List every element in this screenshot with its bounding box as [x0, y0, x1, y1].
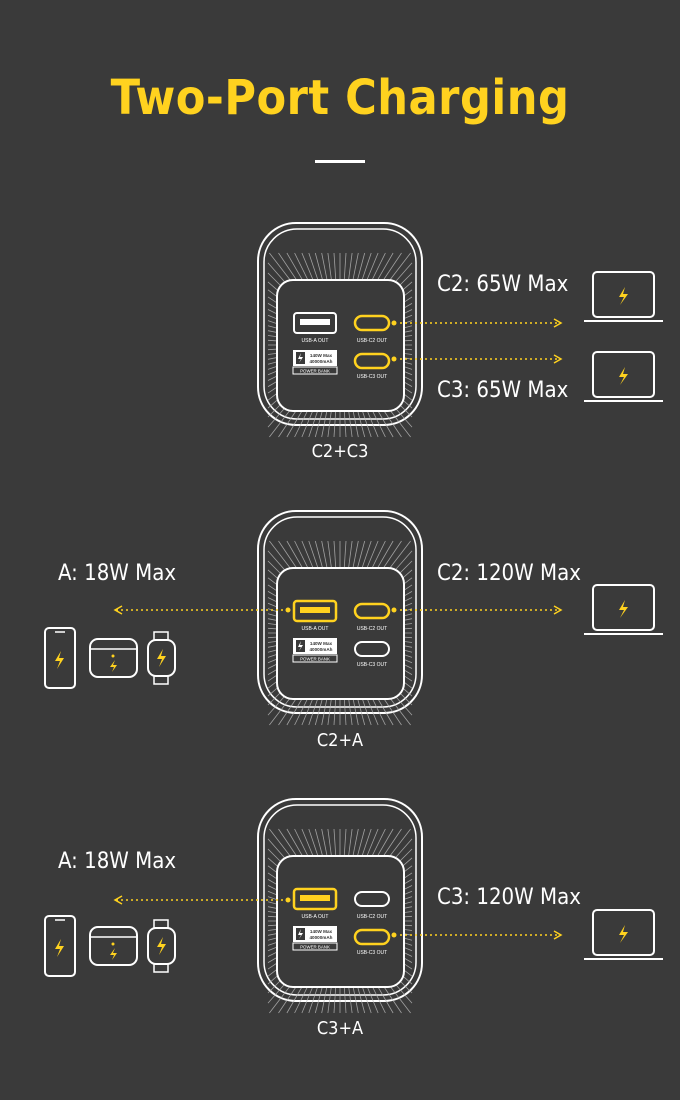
usb-c2-port: [354, 891, 390, 907]
laptop-icon: [584, 909, 663, 960]
earbuds-case-icon: [89, 638, 138, 678]
svg-text:POWER BANK: POWER BANK: [300, 945, 330, 950]
laptop-icon: [584, 584, 663, 635]
power-bank-diagram: USB-A OUT USB-C2 OUT USB-C3 OUT 140W Max…: [44, 510, 663, 726]
usb-a-output-label: A: 18W Max: [58, 849, 177, 874]
usb-a-output-label: A: 18W Max: [58, 561, 177, 586]
c3-output-label: C3: 120W Max: [437, 885, 581, 910]
phone-icon: [44, 627, 76, 689]
power-bank-diagram: USB-A OUT USB-C2 OUT USB-C3 OUT 140W Max…: [44, 798, 663, 1014]
svg-text:POWER BANK: POWER BANK: [300, 657, 330, 662]
title-divider: [315, 160, 365, 163]
svg-text:140W Max: 140W Max: [310, 353, 333, 358]
svg-text:140W Max: 140W Max: [310, 929, 333, 934]
usb-a-port: [292, 887, 338, 911]
c3-output-label: C3: 65W Max: [437, 378, 569, 403]
svg-text:USB-A OUT: USB-A OUT: [302, 914, 329, 920]
page-title: Two-Port Charging: [110, 70, 570, 126]
svg-text:USB-A OUT: USB-A OUT: [302, 626, 329, 632]
watch-icon: [147, 919, 176, 973]
combo-caption: C2+A: [316, 730, 364, 751]
usb-a-port: [292, 599, 338, 623]
svg-text:USB-C3 OUT: USB-C3 OUT: [357, 662, 387, 668]
laptop-icon: [584, 351, 663, 402]
usb-c3-port: [353, 352, 391, 370]
usb-a-port: [293, 312, 337, 334]
laptop-icon: [584, 271, 663, 322]
watch-icon: [147, 631, 176, 685]
svg-text:USB-C2 OUT: USB-C2 OUT: [357, 338, 387, 344]
svg-text:40000mAh: 40000mAh: [310, 647, 333, 652]
usb-c3-port: [353, 928, 391, 946]
c2-output-label: C2: 120W Max: [437, 561, 581, 586]
power-bank-diagram: USB-A OUT USB-C2 OUT USB-C3 OUT 140W Max…: [257, 222, 663, 438]
earbuds-case-icon: [89, 926, 138, 966]
svg-text:USB-C2 OUT: USB-C2 OUT: [357, 914, 387, 920]
svg-text:USB-C2 OUT: USB-C2 OUT: [357, 626, 387, 632]
usb-c2-port: [353, 314, 391, 332]
svg-text:40000mAh: 40000mAh: [310, 359, 333, 364]
c2-output-label: C2: 65W Max: [437, 272, 569, 297]
power-bank-icon: USB-A OUT USB-C2 OUT USB-C3 OUT 140W Max…: [257, 798, 423, 1014]
phone-icon: [44, 915, 76, 977]
svg-text:140W Max: 140W Max: [310, 641, 333, 646]
svg-text:USB-C3 OUT: USB-C3 OUT: [357, 374, 387, 380]
power-bank-icon: USB-A OUT USB-C2 OUT USB-C3 OUT 140W Max…: [257, 222, 423, 438]
svg-text:USB-C3 OUT: USB-C3 OUT: [357, 950, 387, 956]
svg-text:40000mAh: 40000mAh: [310, 935, 333, 940]
usb-c2-port: [353, 602, 391, 620]
svg-text:USB-A OUT: USB-A OUT: [302, 338, 329, 344]
combo-caption: C3+A: [316, 1018, 364, 1039]
section-c3-a: USB-A OUT USB-C2 OUT USB-C3 OUT 140W Max…: [0, 796, 680, 1086]
combo-caption: C2+C3: [311, 441, 369, 462]
power-bank-icon: USB-A OUT USB-C2 OUT USB-C3 OUT 140W Max…: [257, 510, 423, 726]
svg-text:POWER BANK: POWER BANK: [300, 369, 330, 374]
section-c2-c3: USB-A OUT USB-C2 OUT USB-C3 OUT 140W Max…: [0, 220, 680, 510]
section-c2-a: USB-A OUT USB-C2 OUT USB-C3 OUT 140W Max…: [0, 508, 680, 798]
usb-c3-port: [354, 641, 390, 657]
